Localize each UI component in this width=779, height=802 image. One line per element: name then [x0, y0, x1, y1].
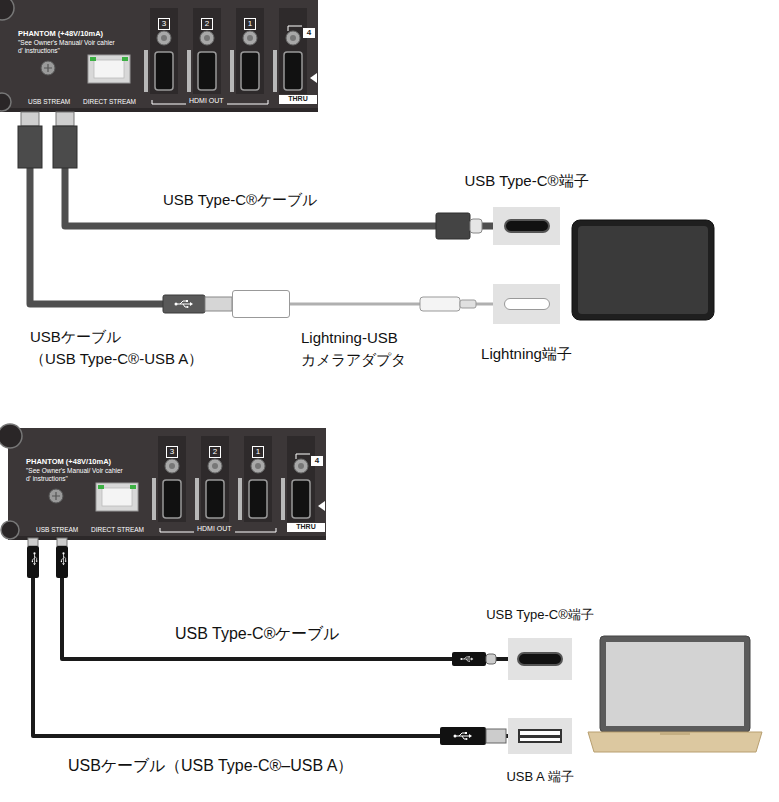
- laptop-notch: [660, 732, 690, 735]
- usb-symbol: [32, 552, 38, 565]
- usb-c-terminal: USB Type-C®端子: [508, 638, 572, 680]
- panel-label: PHANTOM (+48V/10mA): [18, 29, 103, 38]
- cable: [290, 303, 493, 306]
- adapter-label: Lightning-USB カメラアダプタ: [301, 327, 426, 371]
- terminal-label: Lightning端子: [481, 344, 572, 363]
- usb-c-plug-tip: [21, 112, 39, 126]
- usb-symbol: [61, 552, 67, 565]
- tablet: [572, 220, 714, 320]
- tablet-screen: [578, 226, 708, 314]
- port-label: USB STREAM: [36, 526, 78, 534]
- port-label: DIRECT STREAM: [83, 98, 136, 106]
- cable: [33, 540, 508, 736]
- usb-c-socket: [504, 219, 550, 233]
- usb-symbol: [454, 732, 473, 740]
- port-number: 2: [201, 18, 213, 30]
- cable-label: USB Type-C®ケーブル: [163, 189, 317, 211]
- port-number: 3: [166, 446, 178, 458]
- usb-c-plug-tip: [56, 112, 74, 126]
- port-number: 4: [311, 456, 323, 466]
- terminal-label: USB A 端子: [506, 768, 573, 785]
- terminal-label: USB Type-C®端子: [486, 606, 594, 623]
- cable-label: USB Type-C®ケーブル: [175, 622, 339, 645]
- usb-symbol: [175, 300, 194, 308]
- usb-c-plug: [436, 213, 470, 239]
- rear-panel: [0, 0, 318, 112]
- usb-c-plug: [452, 652, 486, 666]
- cable-label: USBケーブル （USB Type-C®-USB A）: [30, 326, 230, 370]
- lightning-socket: [504, 298, 550, 310]
- port-number: 3: [158, 18, 170, 30]
- lightning-plug: [420, 297, 460, 311]
- panel-label: PHANTOM (+48V/10mA): [26, 457, 111, 466]
- laptop-lid: [600, 636, 750, 732]
- panel-note: "See Owner's Manual/ Voir cahier d' inst…: [18, 39, 118, 55]
- cable: [65, 112, 493, 226]
- usb-c-plug-tip: [28, 538, 38, 546]
- usb-a-socket: [518, 729, 562, 743]
- terminal-label: USB Type-C®端子: [464, 171, 588, 190]
- usb-c-plug-tip: [57, 538, 67, 546]
- usb-c-plug: [56, 546, 68, 578]
- camera-adapter: Lightning-USB カメラアダプタ: [232, 290, 290, 318]
- usb-a-plug-metal: [205, 297, 232, 311]
- rear-panel: [0, 424, 326, 540]
- laptop-base: [588, 732, 762, 752]
- port-label: THRU: [287, 523, 325, 532]
- rear-panel: PHANTOM (+48V/10mA)"See Owner's Manual/ …: [8, 428, 326, 540]
- port-label: THRU: [279, 95, 317, 104]
- port-number: 4: [303, 28, 315, 38]
- port-label: DIRECT STREAM: [91, 526, 144, 534]
- port-number: 1: [252, 446, 264, 458]
- port-number: 1: [244, 18, 256, 30]
- lightning-plug-tip: [460, 300, 476, 308]
- usb-c-socket: [517, 652, 563, 666]
- cable-label: USBケーブル（USB Type-C®–USB A）: [68, 754, 353, 777]
- laptop-screen: [606, 642, 744, 726]
- usb-symbol: [460, 656, 473, 662]
- port-number: 2: [209, 446, 221, 458]
- usb-a-plug-metal: [486, 729, 506, 743]
- usb-c-plug-tip: [470, 219, 482, 233]
- port-label: HDMI OUT: [194, 525, 235, 534]
- usb-c-plug: [27, 546, 39, 578]
- usb-c-plug: [18, 126, 42, 168]
- port-label: USB STREAM: [28, 98, 70, 106]
- panel-note: "See Owner's Manual/ Voir cahier d' inst…: [26, 467, 126, 483]
- usb-c-plug-tip: [486, 654, 496, 664]
- usb-c-terminal: USB Type-C®端子: [493, 207, 560, 245]
- usb-a-terminal: USB A 端子: [508, 718, 572, 754]
- cable: [62, 540, 508, 659]
- lightning-terminal: Lightning端子: [493, 284, 560, 324]
- usb-a-plug: [440, 727, 486, 745]
- usb-a-plug: [163, 295, 205, 313]
- port-label: HDMI OUT: [186, 97, 227, 106]
- rear-panel: PHANTOM (+48V/10mA)"See Owner's Manual/ …: [0, 0, 318, 112]
- usb-c-plug: [53, 126, 77, 168]
